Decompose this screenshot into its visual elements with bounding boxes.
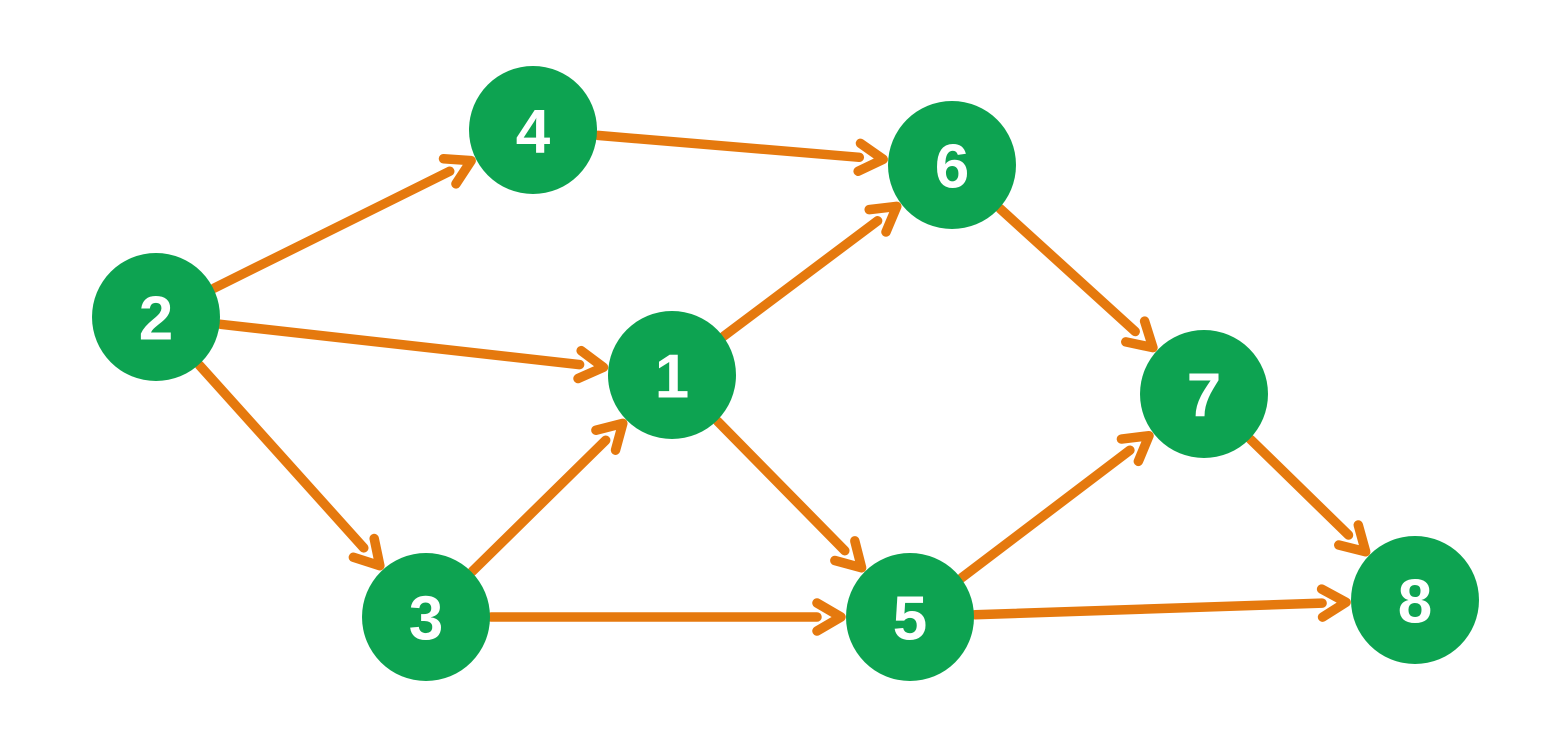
node-6: 6 xyxy=(888,101,1016,229)
node-circle-3 xyxy=(362,553,490,681)
nodes-layer: 1 2 3 4 5 678 xyxy=(92,66,1479,681)
node-3: 3 xyxy=(362,553,490,681)
node-1: 1 xyxy=(608,311,736,439)
node-circle-4 xyxy=(469,66,597,194)
node-5: 5 xyxy=(846,553,974,681)
node-circle-5 xyxy=(846,553,974,681)
edge-2-3 xyxy=(194,360,385,571)
node-circle-6 xyxy=(888,101,1016,229)
edges-layer xyxy=(194,130,1371,636)
edge-5-7 xyxy=(957,430,1154,583)
node-circle-1 xyxy=(608,311,736,439)
edge-1-5 xyxy=(712,416,867,573)
node-circle-2 xyxy=(92,253,220,381)
node-4: 4 xyxy=(469,66,597,194)
edge-2-1 xyxy=(215,319,609,384)
edge-7-8 xyxy=(1245,434,1371,557)
edge-4-6 xyxy=(593,130,888,177)
node-7: 7 xyxy=(1140,330,1268,458)
edge-3-1 xyxy=(467,418,628,577)
node-circle-7 xyxy=(1140,330,1268,458)
node-8: 8 xyxy=(1351,536,1479,664)
node-2: 2 xyxy=(92,253,220,381)
edge-5-8 xyxy=(970,584,1351,622)
edge-6-7 xyxy=(995,203,1158,353)
node-circle-8 xyxy=(1351,536,1479,664)
edge-2-4 xyxy=(209,154,476,293)
edge-1-6 xyxy=(719,201,902,341)
